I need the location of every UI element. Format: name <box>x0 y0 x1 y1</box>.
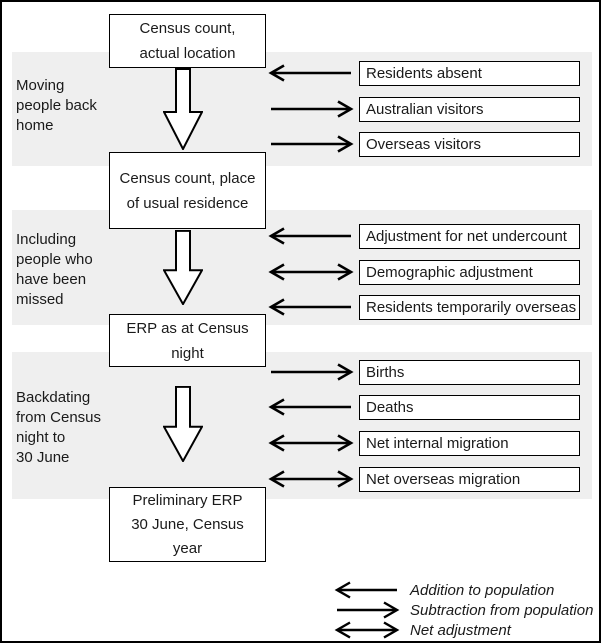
subtraction-arrow-icon <box>337 601 400 619</box>
flow-box-census-usual-residence: Census count, place of usual residence <box>109 152 266 229</box>
legend-label-net-adjustment: Net adjustment <box>410 621 511 639</box>
adjustment-arrow-icon <box>271 363 354 381</box>
flow-box-preliminary-erp: Preliminary ERP 30 June, Census year <box>109 487 266 562</box>
stage-label-3: Backdating from Census night to 30 June <box>16 389 102 466</box>
item-box-deaths: Deaths <box>359 395 580 420</box>
adjustment-arrow-icon <box>268 227 351 245</box>
item-box-demographic-adjustment: Demographic adjustment <box>359 260 580 285</box>
adjustment-arrow-icon <box>268 470 354 488</box>
stage-label-2: Including people who have been missed <box>16 231 93 308</box>
flow-box-erp-census-night: ERP as at Census night <box>109 314 266 367</box>
item-box-net-overseas-migration: Net overseas migration <box>359 467 580 492</box>
item-box-residents-temporarily-overseas: Residents temporarily overseas <box>359 295 580 320</box>
adjustment-arrow-icon <box>268 263 354 281</box>
item-box-births: Births <box>359 360 580 385</box>
item-box-residents-absent: Residents absent <box>359 61 580 86</box>
adjustment-arrow-icon <box>271 100 354 118</box>
adjustment-arrow-icon <box>268 434 354 452</box>
item-box-overseas-visitors: Overseas visitors <box>359 132 580 157</box>
adjustment-arrow-icon <box>268 398 351 416</box>
adjustment-arrow-icon <box>271 135 354 153</box>
legend-label-addition: Addition to population <box>410 581 555 599</box>
adjustment-arrow-icon <box>268 298 351 316</box>
net-adjustment-arrow-icon <box>334 621 400 639</box>
adjustment-arrow-icon <box>268 64 351 82</box>
down-flow-arrow-icon <box>163 230 203 305</box>
item-box-net-internal-migration: Net internal migration <box>359 431 580 456</box>
down-flow-arrow-icon <box>163 68 203 150</box>
legend-label-subtraction: Subtraction from population <box>410 601 594 619</box>
item-box-net-undercount: Adjustment for net undercount <box>359 224 580 249</box>
down-flow-arrow-icon <box>163 386 203 462</box>
item-box-australian-visitors: Australian visitors <box>359 97 580 122</box>
addition-arrow-icon <box>334 581 397 599</box>
flow-box-census-actual-location: Census count, actual location <box>109 14 266 68</box>
stage-label-1: Moving people back home <box>16 77 97 134</box>
